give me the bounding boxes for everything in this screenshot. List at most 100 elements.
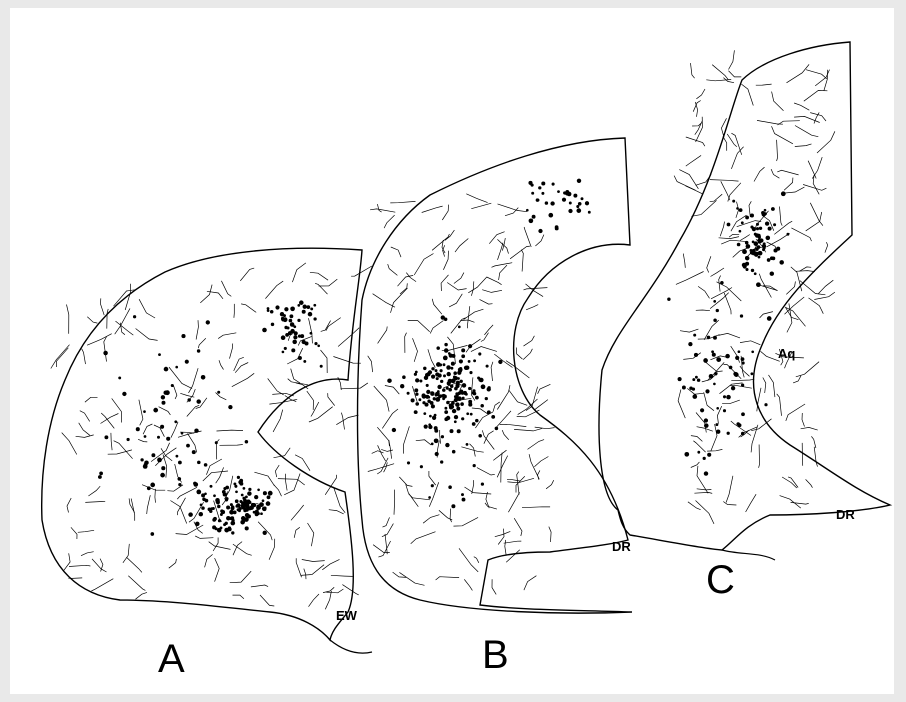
cell-dot — [758, 256, 761, 259]
cell-dot — [758, 251, 763, 256]
cell-dot — [204, 463, 208, 467]
cell-dot — [289, 314, 293, 318]
cell-dot — [446, 387, 449, 390]
cell-dot — [199, 512, 203, 516]
cell-dot — [248, 488, 251, 491]
cell-dot — [481, 384, 486, 389]
cell-dot — [196, 490, 201, 495]
cell-dot — [235, 499, 239, 503]
cell-dot — [402, 375, 406, 379]
cell-dot — [387, 378, 392, 383]
cell-dot — [415, 402, 419, 406]
cell-dot — [477, 377, 480, 380]
cell-dot — [453, 376, 458, 381]
cell-dot — [442, 388, 446, 392]
cell-dot — [448, 352, 451, 355]
cell-dot — [423, 412, 426, 415]
cell-dot — [578, 202, 582, 206]
cell-dot — [266, 501, 271, 506]
cell-dot — [407, 461, 410, 464]
cell-dot — [692, 394, 697, 399]
cell-dot — [764, 403, 767, 406]
cell-dot — [163, 390, 167, 394]
cell-dot — [239, 500, 242, 503]
cell-dot — [703, 457, 706, 460]
cell-dot — [767, 258, 771, 262]
cell-dot — [425, 373, 429, 377]
cell-dot — [457, 429, 461, 433]
cell-dot — [448, 485, 452, 489]
fiber-stroke — [68, 578, 82, 579]
cell-dot — [415, 378, 419, 382]
cell-dot — [161, 395, 165, 399]
cell-dot — [773, 223, 776, 226]
cell-dot — [267, 495, 271, 499]
cell-dot — [158, 353, 161, 356]
cell-dot — [157, 436, 160, 439]
cell-dot — [171, 384, 174, 387]
cell-dot — [197, 461, 201, 465]
cell-dot — [745, 262, 749, 266]
cell-dot — [292, 340, 297, 345]
cell-dot — [280, 312, 284, 316]
cell-dot — [443, 363, 446, 366]
cell-dot — [436, 362, 441, 367]
cell-dot — [440, 369, 443, 372]
cell-dot — [414, 388, 418, 392]
cell-dot — [697, 378, 700, 381]
cell-dot — [151, 453, 155, 457]
cell-dot — [260, 512, 263, 515]
cell-dot — [741, 412, 745, 416]
cell-dot — [573, 194, 577, 198]
cell-dot — [711, 350, 714, 353]
cell-dot — [771, 207, 775, 211]
cell-dot — [431, 404, 435, 408]
cell-dot — [415, 393, 418, 396]
cell-dot — [284, 307, 288, 311]
cell-dot — [271, 323, 274, 326]
cell-dot — [306, 305, 310, 309]
panel-c-region-label: DR — [836, 507, 855, 522]
cell-dot — [486, 365, 489, 368]
cell-dot — [228, 526, 231, 529]
cell-dot — [310, 307, 313, 310]
cell-dot — [447, 372, 451, 376]
cell-dot — [313, 317, 316, 320]
cell-dot — [431, 484, 434, 487]
cell-dot — [255, 510, 259, 514]
cell-dot — [459, 367, 462, 370]
cell-dot — [240, 520, 244, 524]
cell-dot — [732, 200, 735, 203]
cell-dot — [552, 183, 555, 186]
panel-c-aqueduct-label: Aq — [778, 346, 795, 361]
cell-dot — [99, 472, 103, 476]
cell-dot — [772, 257, 776, 261]
cell-dot — [588, 211, 591, 214]
cell-dot — [705, 389, 709, 393]
cell-dot — [441, 435, 444, 438]
cell-dot — [759, 227, 762, 230]
cell-dot — [473, 464, 476, 467]
cell-dot — [262, 499, 265, 502]
cell-dot — [468, 387, 471, 390]
cell-dot — [222, 490, 226, 494]
cell-dot — [144, 435, 147, 438]
cell-dot — [667, 297, 670, 300]
cell-dot — [478, 352, 481, 355]
cell-dot — [275, 305, 279, 309]
cell-dot — [213, 494, 216, 497]
cell-dot — [247, 491, 251, 495]
cell-dot — [320, 365, 323, 368]
cell-dot — [461, 348, 465, 352]
cell-dot — [713, 319, 717, 323]
cell-dot — [126, 438, 129, 441]
cell-dot — [458, 326, 461, 329]
cell-dot — [750, 226, 753, 229]
cell-dot — [465, 393, 468, 396]
cell-dot — [430, 391, 434, 395]
cell-dot — [763, 242, 766, 245]
cell-dot — [303, 360, 306, 363]
cell-dot — [704, 418, 708, 422]
cell-dot — [541, 192, 544, 195]
cell-dot — [291, 348, 295, 352]
